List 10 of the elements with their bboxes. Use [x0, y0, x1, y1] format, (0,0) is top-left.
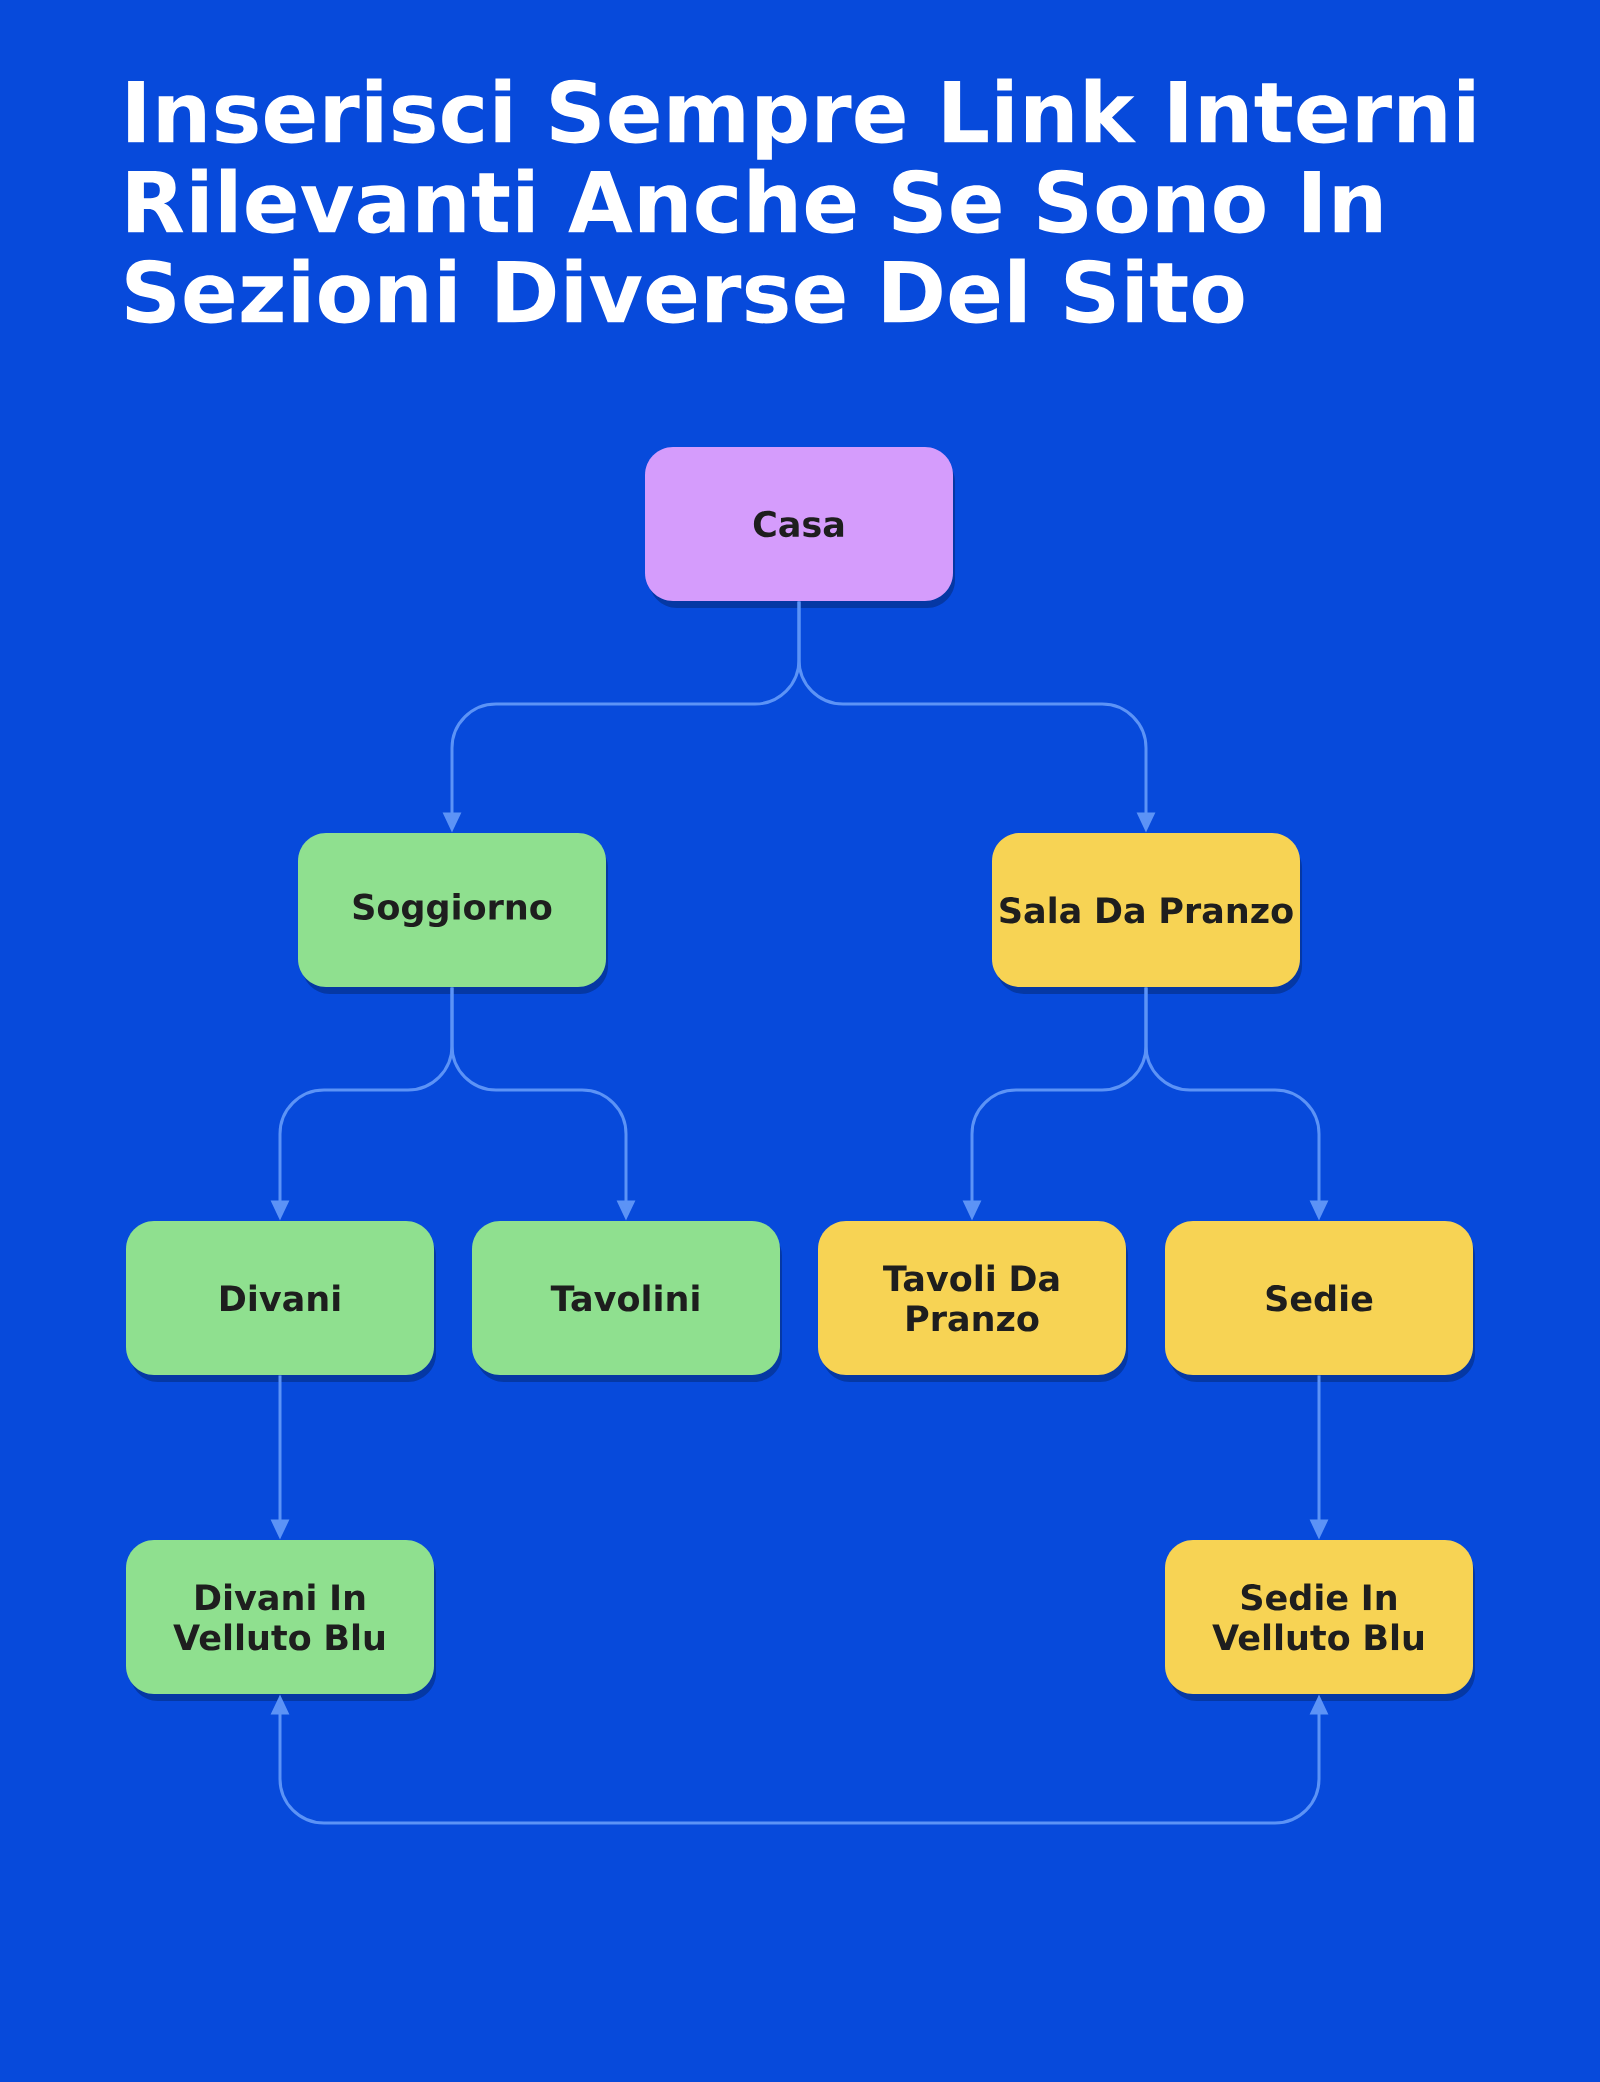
category-box: Casa: [645, 447, 953, 601]
category-box: Soggiorno: [298, 833, 606, 987]
category-box: Divani: [126, 1221, 434, 1375]
category-box: Tavoli Da Pranzo: [818, 1221, 1126, 1375]
title: Inserisci Sempre Link Interni Rilevanti Anche Se Sono In Sezioni Diverse Del Sito: [126, 78, 1474, 324]
category-box: Divani In Velluto Blu: [126, 1540, 434, 1694]
category-box: Sala Da Pranzo: [992, 833, 1300, 987]
category-box: Sedie In Velluto Blu: [1165, 1540, 1473, 1694]
category-box: Tavolini: [472, 1221, 780, 1375]
category-box: Sedie: [1165, 1221, 1473, 1375]
